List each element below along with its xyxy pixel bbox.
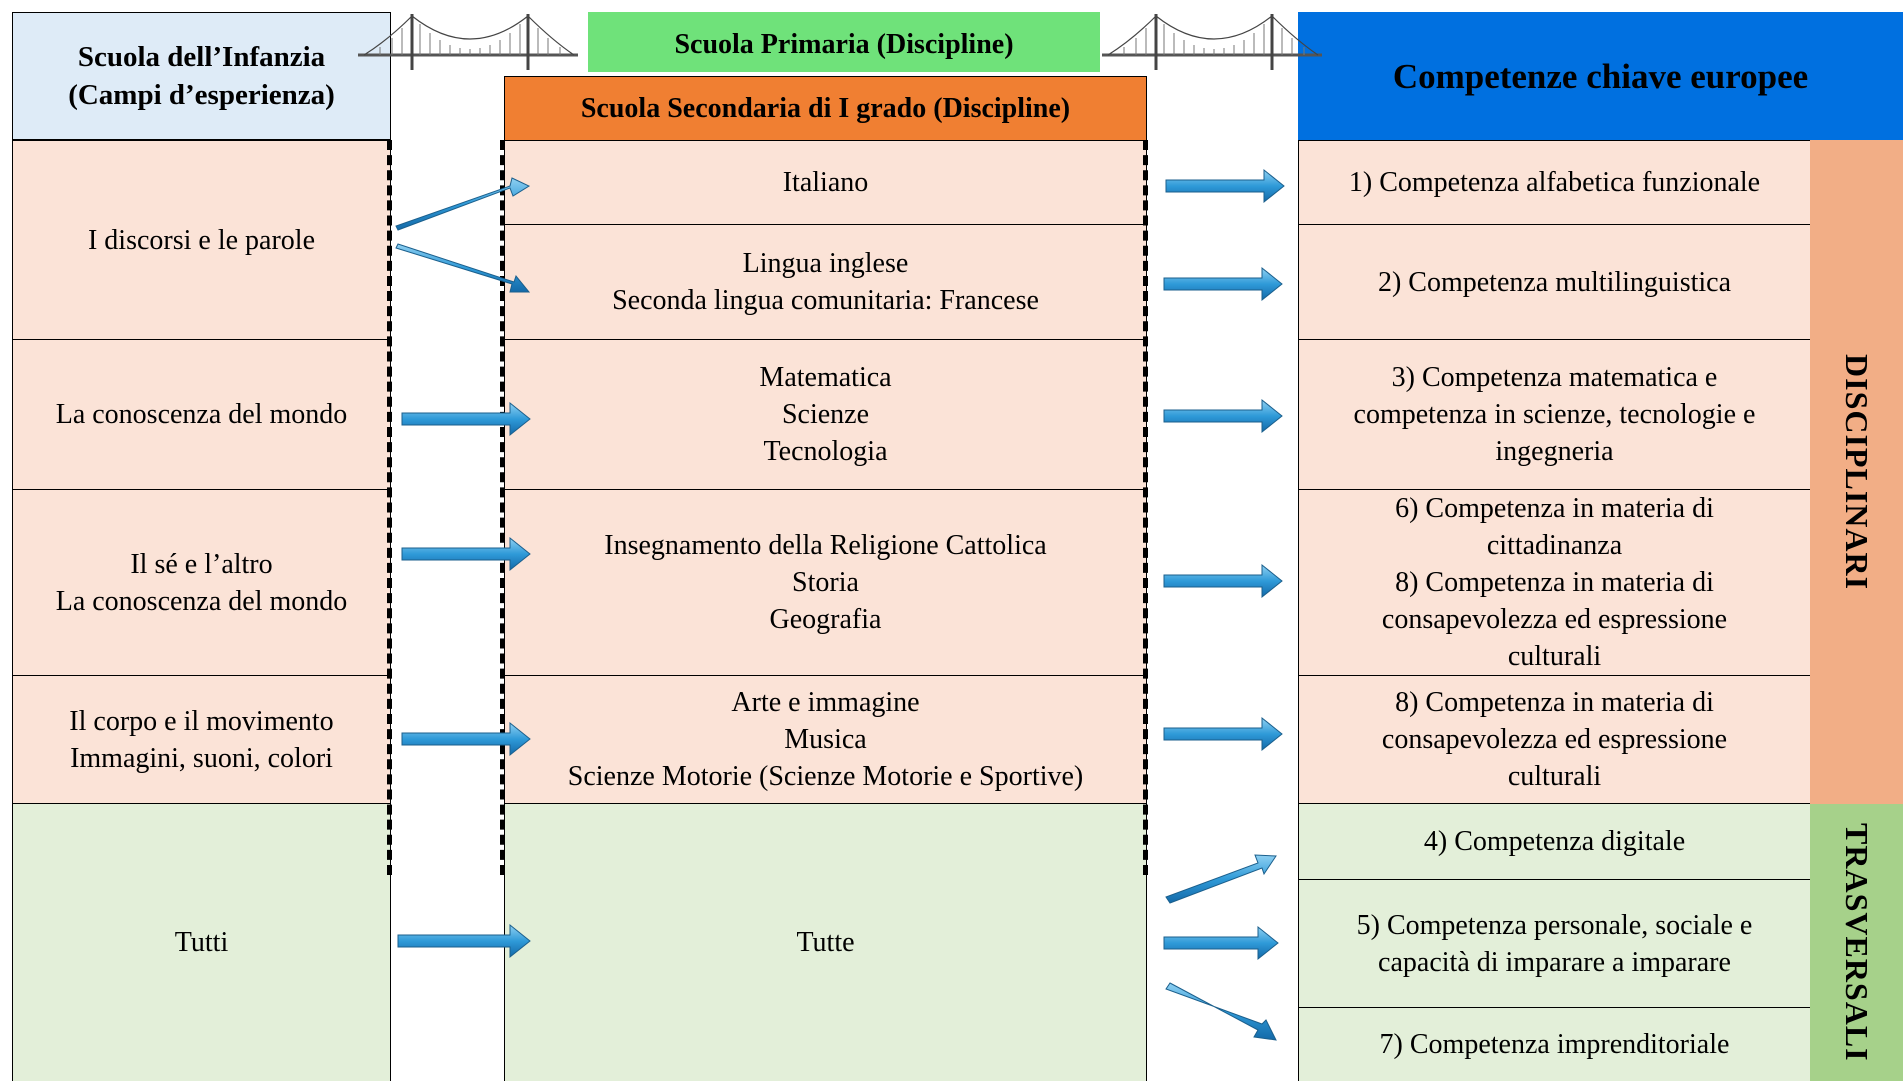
competenza-cell-6: 4) Competenza digitale <box>1298 804 1810 880</box>
competenza-cell-2: 2) Competenza multilinguistica <box>1298 225 1810 340</box>
band-trasversali: TRASVERSALI <box>1810 804 1903 1081</box>
dashed-line-left-outer <box>387 140 392 875</box>
header-secondaria: Scuola Secondaria di I grado (Discipline… <box>504 76 1147 140</box>
arrow-icon <box>1163 716 1283 752</box>
competenza-cell-1: 1) Competenza alfabetica funzionale <box>1298 140 1810 225</box>
arrow-icon <box>1163 563 1283 599</box>
infanzia-cell-1: I discorsi e le parole <box>12 140 391 340</box>
band-trasversali-label: TRASVERSALI <box>1839 823 1875 1062</box>
arrow-icon <box>1163 925 1279 961</box>
competenza-cell-3: 3) Competenza matematica e competenza in… <box>1298 340 1810 490</box>
band-disciplinari-label: DISCIPLINARI <box>1839 353 1875 591</box>
arrow-icon <box>1165 168 1285 204</box>
infanzia-cell-5: Tutti <box>12 804 391 1081</box>
discipline-cell-5: Arte e immagine Musica Scienze Motorie (… <box>504 676 1147 804</box>
infanzia-cell-4: Il corpo e il movimento Immagini, suoni,… <box>12 676 391 804</box>
discipline-cell-3: Matematica Scienze Tecnologia <box>504 340 1147 490</box>
bridge-icon-right <box>1102 14 1322 70</box>
infanzia-cell-3: Il sé e l’altro La conoscenza del mondo <box>12 490 391 676</box>
competenza-cell-8: 7) Competenza imprenditoriale <box>1298 1008 1810 1081</box>
header-infanzia-line2: (Campi d’esperienza) <box>68 79 335 111</box>
infanzia-cell-2: La conoscenza del mondo <box>12 340 391 490</box>
arrow-icon <box>1163 398 1283 434</box>
arrow-icon <box>1163 266 1283 302</box>
header-primaria: Scuola Primaria (Discipline) <box>588 12 1100 72</box>
dashed-line-left-inner <box>500 140 505 875</box>
header-infanzia: Scuola dell’Infanzia (Campi d’esperienza… <box>12 12 391 140</box>
discipline-cell-6: Tutte <box>504 804 1147 1081</box>
arrow-icon <box>1165 982 1277 1041</box>
competenza-cell-7: 5) Competenza personale, sociale e capac… <box>1298 880 1810 1008</box>
header-competenze: Competenze chiave europee <box>1298 12 1903 140</box>
discipline-cell-1: Italiano <box>504 140 1147 225</box>
competenza-cell-4: 6) Competenza in materia di cittadinanza… <box>1298 490 1810 676</box>
discipline-cell-4: Insegnamento della Religione Cattolica S… <box>504 490 1147 676</box>
dashed-line-right <box>1143 140 1148 875</box>
arrow-icon <box>1165 854 1277 904</box>
band-disciplinari: DISCIPLINARI <box>1810 140 1903 804</box>
header-infanzia-line1: Scuola dell’Infanzia <box>77 41 326 73</box>
discipline-cell-2: Lingua inglese Seconda lingua comunitari… <box>504 225 1147 340</box>
competenza-cell-5: 8) Competenza in materia di consapevolez… <box>1298 676 1810 804</box>
